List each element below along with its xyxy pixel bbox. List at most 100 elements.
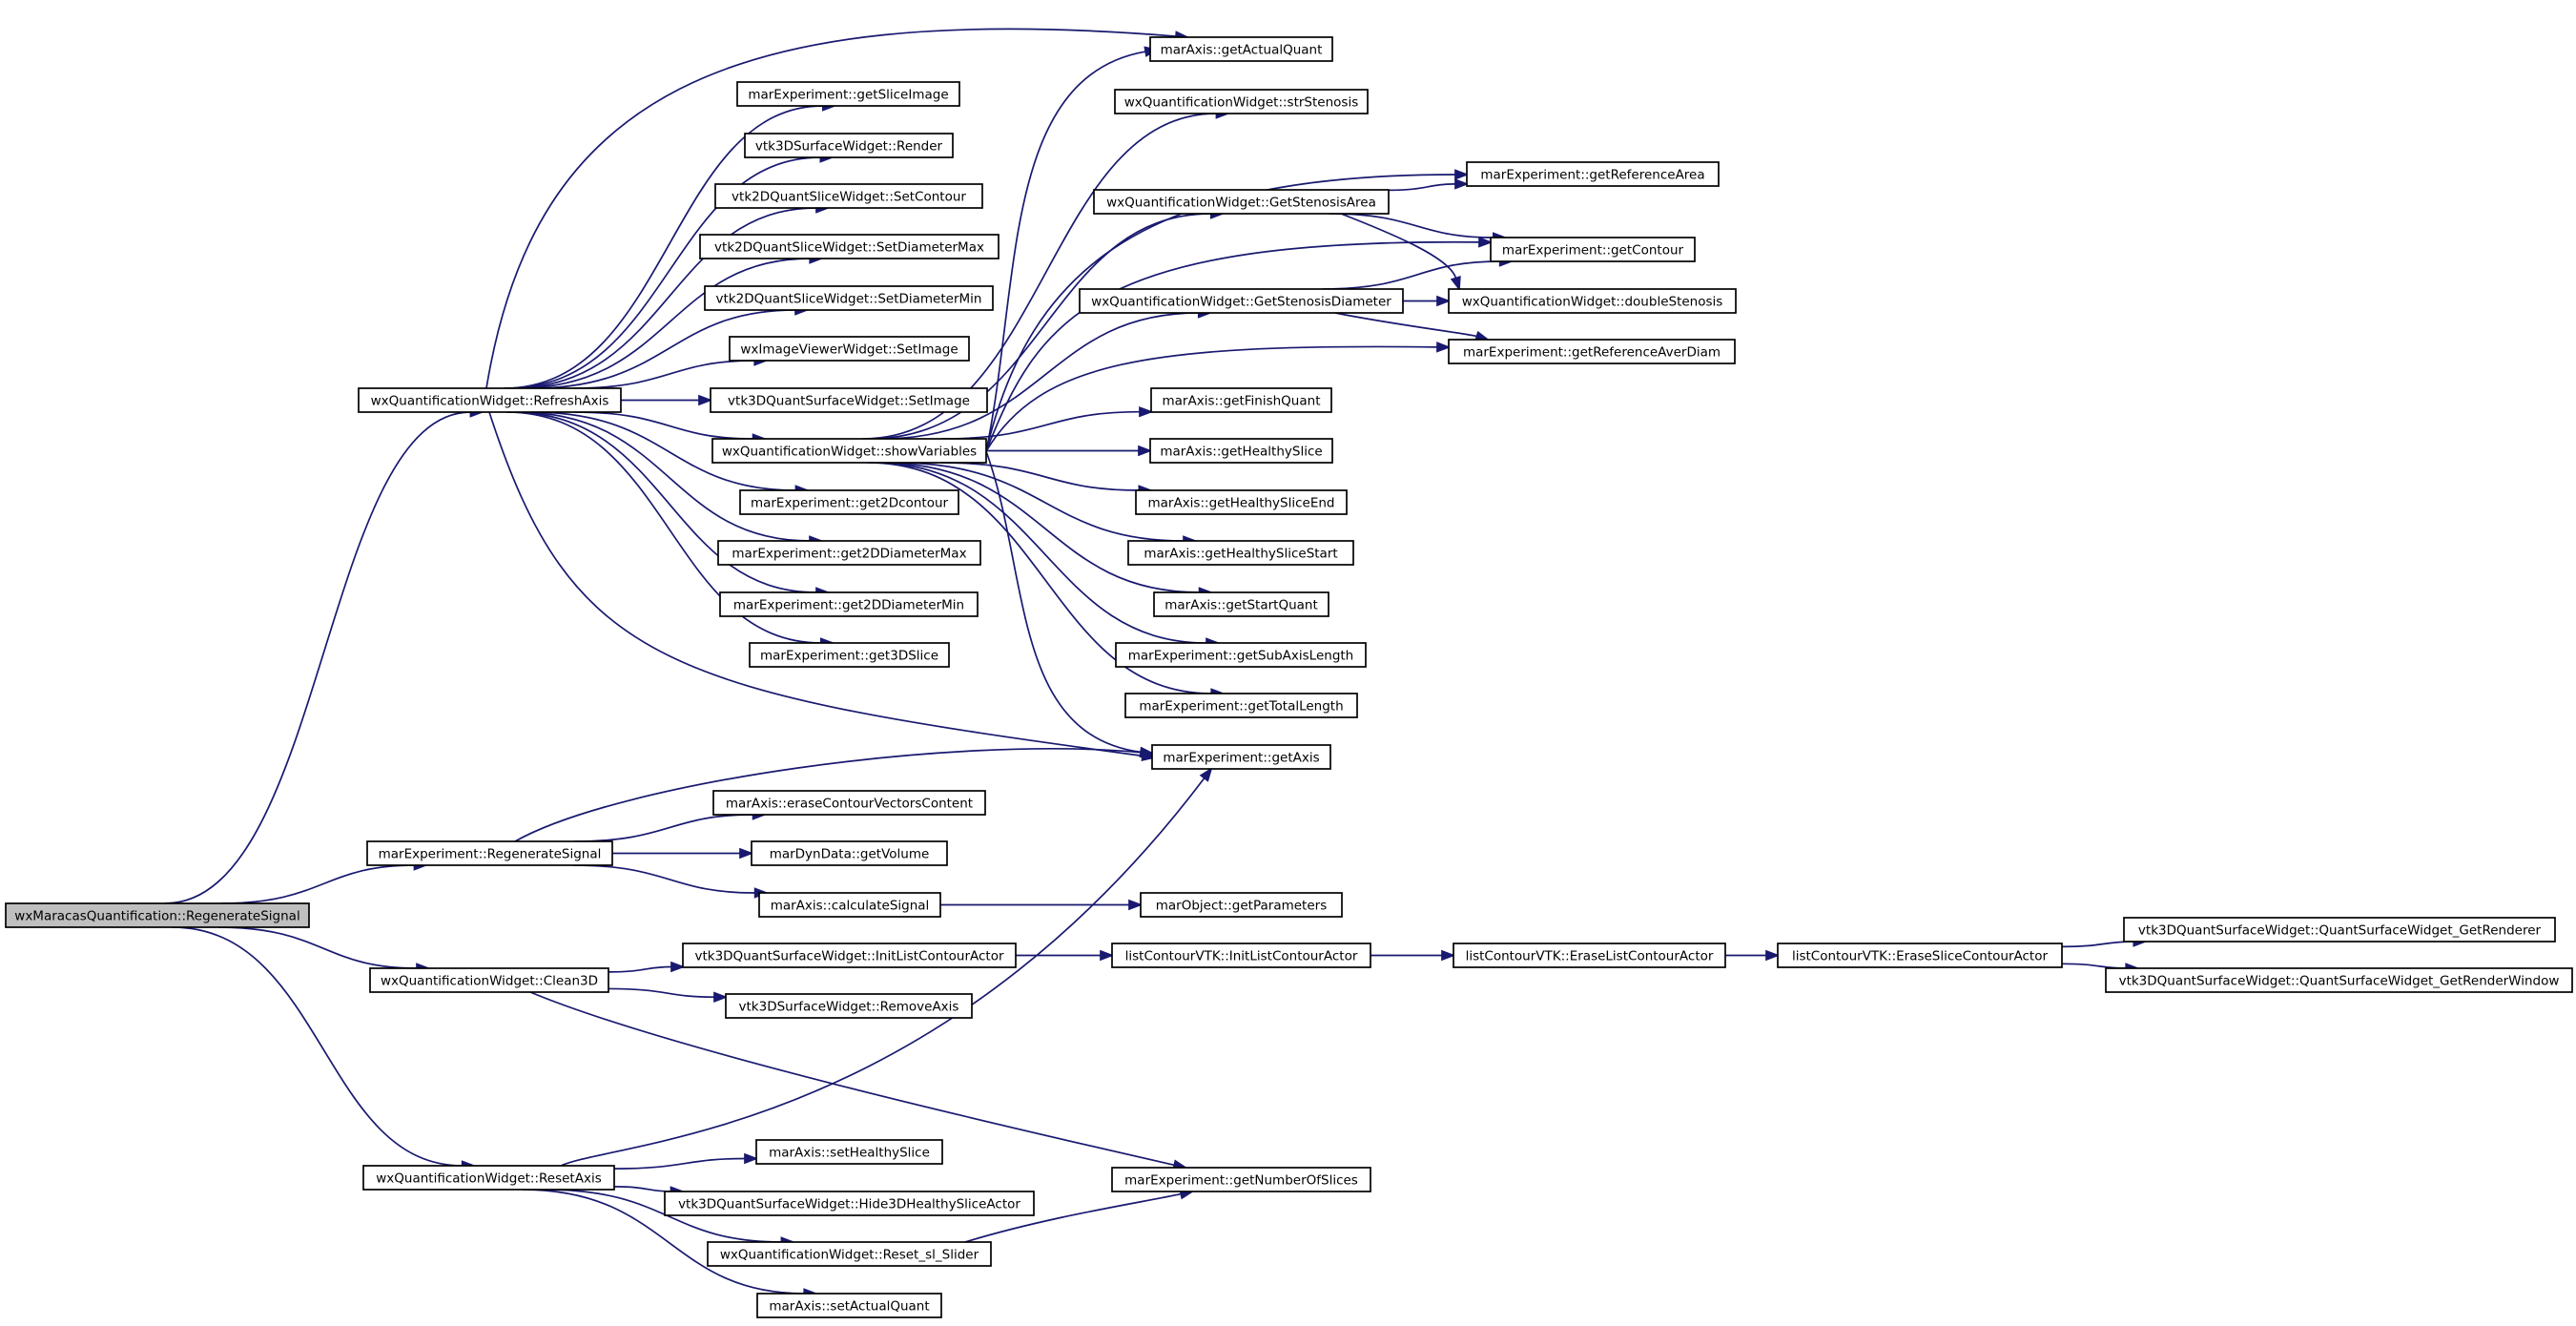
edge-line — [572, 360, 755, 389]
node-getHealthySliceStart[interactable]: marAxis::getHealthySliceStart — [1127, 540, 1354, 566]
node-showVars[interactable]: wxQuantificationWidget::showVariables — [711, 438, 987, 464]
node-get2DDiamMin[interactable]: marExperiment::get2DDiameterMin — [719, 591, 979, 617]
node-getHealthySliceEnd[interactable]: marAxis::getHealthySliceEnd — [1135, 489, 1348, 515]
node-vtkSetImage[interactable]: vtk3DQuantSurfaceWidget::SetImage — [710, 387, 988, 413]
edge-clean3d-to-initListVtk — [608, 961, 686, 973]
node-root[interactable]: wxMaracasQuantification::RegenerateSigna… — [5, 902, 310, 928]
node-getRefArea[interactable]: marExperiment::getReferenceArea — [1466, 161, 1720, 187]
node-setHealthySlice[interactable]: marAxis::setHealthySlice — [755, 1139, 943, 1165]
edge-line — [529, 991, 1175, 1167]
node-setDiamMax[interactable]: vtk2DQuantSliceWidget::SetDiameterMax — [699, 234, 999, 259]
node-label: marAxis::getActualQuant — [1161, 43, 1323, 58]
edge-line — [488, 411, 1144, 757]
node-box — [714, 183, 983, 209]
edge-line — [939, 462, 1140, 491]
node-label: marExperiment::getSubAxisLength — [1128, 649, 1354, 664]
node-getStenArea[interactable]: wxQuantificationWidget::GetStenosisArea — [1093, 189, 1390, 215]
edge-line — [221, 864, 415, 904]
node-box — [712, 790, 986, 816]
edge-line — [1322, 260, 1500, 290]
node-hide3D[interactable]: vtk3DQuantSurfaceWidget::Hide3DHealthySl… — [664, 1191, 1035, 1216]
node-box — [369, 967, 609, 993]
node-box — [1448, 339, 1736, 364]
edge-line — [879, 462, 1200, 593]
node-getActualQuant[interactable]: marAxis::getActualQuant — [1149, 36, 1333, 62]
node-initListCont[interactable]: listContourVTK::InitListContourActor — [1111, 943, 1371, 968]
node-getAxis[interactable]: marExperiment::getAxis — [1151, 744, 1331, 770]
edge-root-to-resetaxis — [172, 926, 477, 1171]
edge-line — [895, 462, 1185, 542]
node-getVolume[interactable]: marDynData::getVolume — [751, 840, 948, 866]
node-setActualQuant[interactable]: marAxis::setActualQuant — [756, 1293, 942, 1318]
node-getRefAverDiam[interactable]: marExperiment::getReferenceAverDiam — [1448, 339, 1736, 364]
node-initListVtk[interactable]: vtk3DQuantSurfaceWidget::InitListContour… — [682, 943, 1017, 968]
node-strStenosis[interactable]: wxQuantificationWidget::strStenosis — [1114, 89, 1369, 114]
edge-arrowhead — [1450, 276, 1461, 292]
edge-line — [872, 462, 1207, 644]
node-get3DSlice[interactable]: marExperiment::get3DSlice — [749, 642, 950, 668]
edge-resetaxis-to-setHealthySlice — [613, 1152, 759, 1170]
edge-line — [504, 105, 823, 389]
edge-refresh-to-get2DDiamMax — [517, 411, 824, 547]
node-getParams[interactable]: marObject::getParameters — [1140, 892, 1343, 918]
edge-line — [572, 864, 755, 894]
node-resetaxis[interactable]: wxQuantificationWidget::ResetAxis — [362, 1165, 615, 1191]
edge-line — [867, 462, 1212, 694]
edge-resetaxis-to-getAxis — [560, 767, 1213, 1167]
edge-line — [2061, 941, 2134, 948]
node-label: marAxis::getHealthySliceEnd — [1147, 496, 1334, 511]
edge-arrowhead — [1441, 949, 1456, 962]
node-get2Dcontour[interactable]: marExperiment::get2Dcontour — [739, 489, 959, 515]
edge-arrowhead — [1436, 295, 1452, 307]
node-eraseContour[interactable]: marAxis::eraseContourVectorsContent — [712, 790, 986, 816]
node-getRenderer[interactable]: vtk3DQuantSurfaceWidget::QuantSurfaceWid… — [2123, 917, 2556, 943]
node-label: listContourVTK::InitListContourActor — [1125, 949, 1358, 964]
node-removeAxis[interactable]: vtk3DSurfaceWidget::RemoveAxis — [725, 993, 973, 1019]
node-label: listContourVTK::EraseSliceContourActor — [1792, 949, 2049, 964]
edge-arrowhead — [1138, 445, 1153, 457]
node-getStartQuant[interactable]: marAxis::getStartQuant — [1153, 591, 1329, 617]
node-refresh[interactable]: wxQuantificationWidget::RefreshAxis — [358, 387, 622, 413]
node-box — [362, 1165, 615, 1191]
node-box — [749, 642, 950, 668]
node-label: wxQuantificationWidget::RefreshAxis — [371, 394, 609, 409]
node-getHealthySlice[interactable]: marAxis::getHealthySlice — [1149, 438, 1333, 464]
node-render[interactable]: vtk3DSurfaceWidget::Render — [744, 133, 954, 158]
node-box — [755, 1139, 943, 1165]
node-getTotalLength[interactable]: marExperiment::getTotalLength — [1124, 693, 1358, 718]
node-getNumSlices[interactable]: marExperiment::getNumberOfSlices — [1111, 1167, 1371, 1192]
node-get2DDiamMax[interactable]: marExperiment::get2DDiameterMax — [717, 540, 981, 566]
node-calcSignal[interactable]: marAxis::calculateSignal — [758, 892, 941, 918]
node-setDiamMin[interactable]: vtk2DQuantSliceWidget::SetDiameterMin — [704, 285, 994, 311]
node-regen[interactable]: marExperiment::RegenerateSignal — [366, 840, 613, 866]
node-label: marAxis::calculateSignal — [771, 899, 930, 914]
node-label: marExperiment::getReferenceAverDiam — [1463, 345, 1721, 361]
node-clean3d[interactable]: wxQuantificationWidget::Clean3D — [369, 967, 609, 993]
edge-regen-to-getAxis — [514, 747, 1156, 842]
node-box — [710, 387, 988, 413]
node-getSubAxisLength[interactable]: marExperiment::getSubAxisLength — [1115, 642, 1367, 668]
node-box — [358, 387, 622, 413]
node-eraseList[interactable]: listContourVTK::EraseListContourActor — [1453, 943, 1726, 968]
edge-refresh-to-getAxis — [488, 411, 1157, 761]
edge-showVars-to-getContour — [985, 237, 1494, 452]
node-resetSlider[interactable]: wxQuantificationWidget::Reset_sl_Slider — [707, 1241, 992, 1267]
node-label: marObject::getParameters — [1156, 899, 1327, 914]
node-box — [717, 540, 981, 566]
node-getFinishQuant[interactable]: marAxis::getFinishQuant — [1150, 387, 1332, 413]
node-wxSetImage[interactable]: wxImageViewerWidget::SetImage — [729, 336, 970, 362]
node-doubleSten[interactable]: wxQuantificationWidget::doubleStenosis — [1448, 288, 1737, 314]
node-box — [1127, 540, 1354, 566]
edge-getStenArea-to-doubleSten — [1340, 213, 1461, 292]
node-getSliceImage[interactable]: marExperiment::getSliceImage — [736, 81, 960, 107]
node-getStenDiam[interactable]: wxQuantificationWidget::GetStenosisDiame… — [1079, 288, 1404, 314]
node-label: vtk3DQuantSurfaceWidget::Hide3DHealthySl… — [678, 1197, 1020, 1212]
node-setContour[interactable]: vtk2DQuantSliceWidget::SetContour — [714, 183, 983, 209]
node-label: listContourVTK::EraseListContourActor — [1466, 949, 1714, 964]
edge-line — [514, 747, 1143, 842]
node-getContour[interactable]: marExperiment::getContour — [1490, 237, 1696, 262]
edge-arrowhead — [1454, 178, 1470, 190]
node-eraseSlice[interactable]: listContourVTK::EraseSliceContourActor — [1777, 943, 2063, 968]
node-getRenderWindow[interactable]: vtk3DQuantSurfaceWidget::QuantSurfaceWid… — [2105, 967, 2573, 993]
